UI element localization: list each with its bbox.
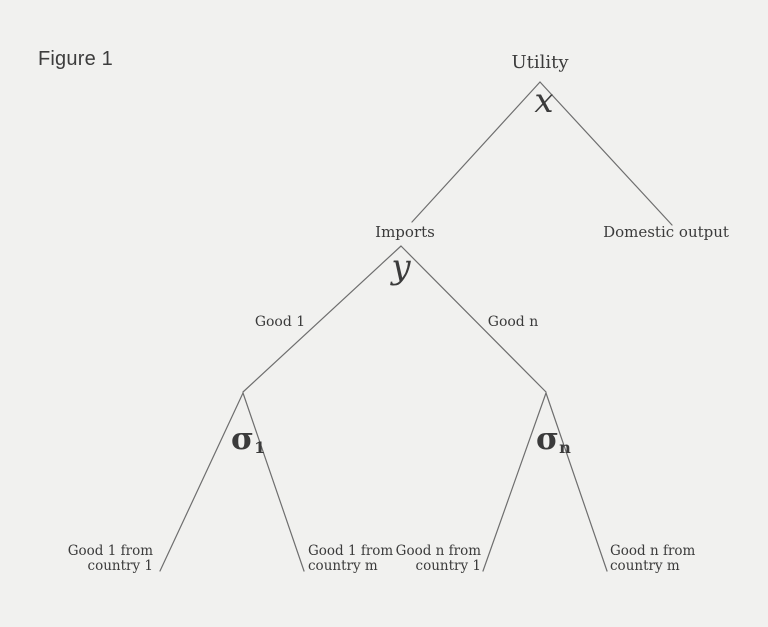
edge-root-domestic (539, 81, 673, 226)
leaf-line: country m (610, 558, 680, 574)
leaf-line: Good 1 from (67, 543, 153, 559)
edge-root-imports (411, 81, 541, 223)
leaf-good-n-country-1: Good n from country 1 (396, 544, 481, 574)
leaf-line: country 1 (87, 558, 153, 574)
sigma-n-subscript: n (559, 437, 571, 457)
edge-good1-countrym (242, 392, 305, 572)
leaf-good-n-country-m: Good n from country m (610, 544, 695, 574)
var-x: x (534, 81, 554, 121)
node-domestic-output: Domestic output (603, 223, 729, 241)
figure-title: Figure 1 (38, 48, 113, 70)
edge-goodn-countrym (545, 392, 608, 572)
node-utility: Utility (511, 52, 569, 73)
edge-imports-goodn (400, 245, 547, 393)
sigma-1-symbol: σ (231, 421, 254, 457)
node-sigma-1: σ1 (231, 421, 266, 457)
sigma-n-symbol: σ (536, 421, 559, 457)
var-y: y (391, 247, 411, 287)
leaf-line: Good 1 from (308, 543, 394, 559)
leaf-line: country m (308, 558, 378, 574)
leaf-good-1-country-1: Good 1 from country 1 (68, 544, 153, 574)
edge-label-good-n: Good n (487, 314, 539, 330)
sigma-1-subscript: 1 (254, 437, 266, 457)
leaf-line: country 1 (415, 558, 481, 574)
leaf-line: Good n from (395, 543, 481, 559)
edge-good1-country1 (159, 392, 244, 572)
edge-label-good-1: Good 1 (254, 314, 306, 330)
node-imports: Imports (375, 223, 435, 241)
edge-imports-good1 (242, 245, 402, 393)
leaf-line: Good n from (610, 543, 696, 559)
node-sigma-n: σn (536, 421, 571, 457)
edge-goodn-country1 (482, 392, 547, 572)
leaf-good-1-country-m: Good 1 from country m (308, 544, 393, 574)
